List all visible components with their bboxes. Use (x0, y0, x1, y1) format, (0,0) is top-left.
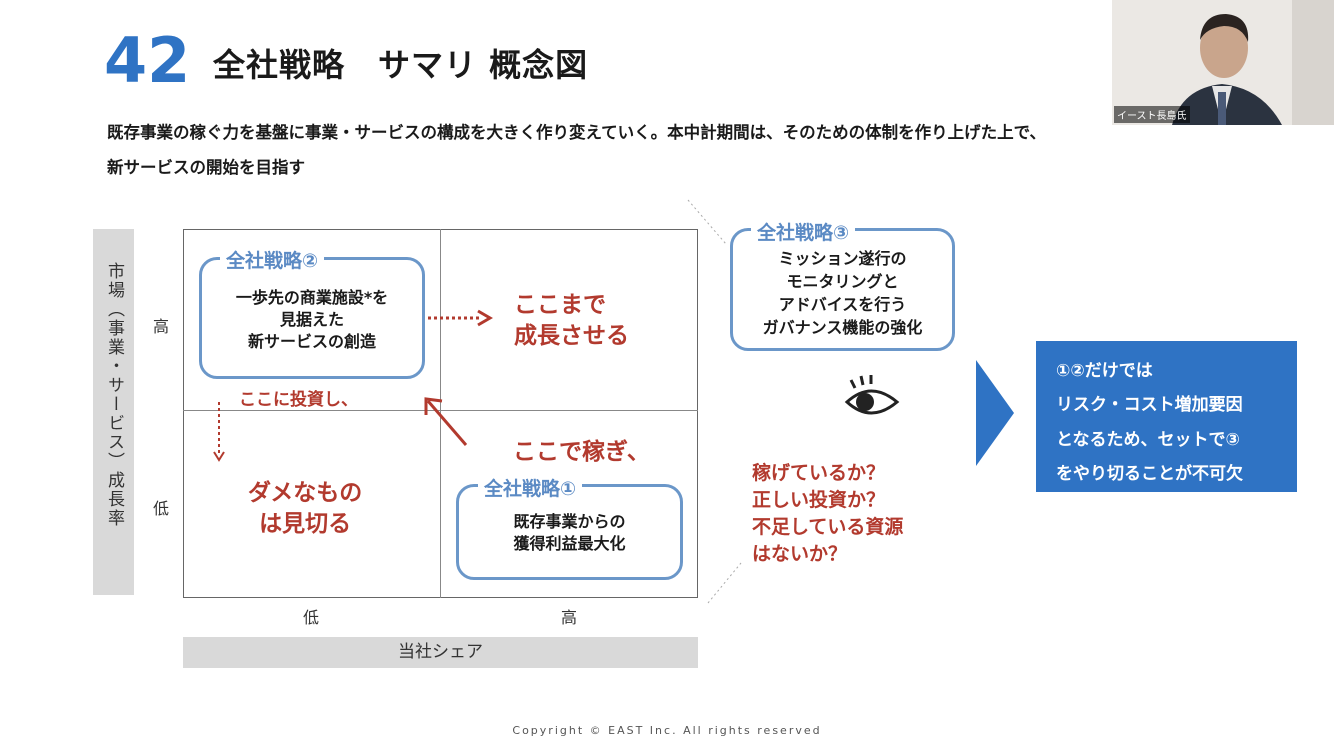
slide-title: 全社戦略 サマリ 概念図 (213, 46, 589, 84)
participant-name: イースト長島氏 (1114, 106, 1190, 123)
strategy2-box (199, 257, 425, 379)
dotted-arrow-right (428, 309, 493, 327)
question-line: 不足している資源 (752, 516, 904, 538)
strategy2-line: 新サービスの創造 (247, 332, 376, 351)
conclusion-line: となるため、セットで③ (1056, 430, 1240, 450)
grow-line: 成長させる (514, 323, 629, 349)
chevron-right-icon (976, 360, 1014, 466)
dotted-connector (687, 199, 742, 604)
y-axis-label: 市場（事業・サービス）成長率 (104, 262, 124, 528)
strategy2-title: 全社戦略② (220, 246, 325, 273)
cut-annotation: ダメなもの は見切る (248, 478, 362, 540)
strategy3-title: 全社戦略③ (751, 218, 856, 245)
strategy3-box (730, 228, 955, 351)
conclusion-line: リスク・コスト増加要因 (1056, 395, 1243, 415)
y-tick-high: 高 (153, 317, 170, 336)
y-tick-low: 低 (153, 499, 170, 518)
page-number: 42 (104, 28, 190, 88)
strategy1-text: 既存事業からの 獲得利益最大化 (456, 511, 683, 555)
conclusion-line: をやり切ることが不可欠 (1056, 464, 1243, 484)
cut-line: ダメなもの (248, 480, 363, 506)
strategy1-line: 獲得利益最大化 (513, 534, 626, 553)
strategy3-line: ミッション遂行の (778, 249, 907, 268)
x-axis-label: 当社シェア (183, 637, 698, 668)
strategy3-line: アドバイスを行う (778, 295, 907, 314)
conclusion-box: ①②だけでは リスク・コスト増加要因 となるため、セットで③ をやり切ることが不… (1036, 341, 1297, 492)
strategy2-line: 見据えた (279, 310, 344, 329)
x-tick-low: 低 (303, 608, 320, 627)
grow-annotation: ここまで 成長させる (514, 290, 629, 352)
strategy1-title: 全社戦略① (478, 474, 583, 501)
solid-arrow-up-left (424, 397, 468, 446)
strategy2-line: 一歩先の商業施設*を (235, 288, 389, 307)
question-line: はないか？ (752, 543, 848, 565)
y-axis-band (93, 229, 134, 595)
description-line-1: 既存事業の稼ぐ力を基盤に事業・サービスの構成を大きく作り変えていく。本中計期間は… (107, 123, 1047, 142)
strategy2-text: 一歩先の商業施設*を 見据えた 新サービスの創造 (199, 287, 425, 353)
participant-avatar (1112, 0, 1334, 125)
description-line-2: 新サービスの開始を目指す (107, 158, 305, 177)
copyright: Copyright © EAST Inc. All rights reserve… (512, 724, 822, 737)
question-line: 稼げているか？ (752, 462, 886, 484)
strategy3-line: ガバナンス機能の強化 (762, 318, 923, 337)
eye-icon (844, 375, 900, 415)
cut-line: は見切る (259, 511, 352, 537)
strategy3-text: ミッション遂行の モニタリングと アドバイスを行う ガバナンス機能の強化 (730, 247, 955, 339)
invest-annotation: ここに投資し、 (239, 390, 358, 410)
question-line: 正しい投資か？ (752, 489, 886, 511)
strategy1-line: 既存事業からの (513, 512, 626, 531)
conclusion-line: ①②だけでは (1056, 361, 1153, 381)
strategy3-line: モニタリングと (786, 272, 899, 291)
grow-line: ここまで (514, 292, 606, 318)
question-annotation: 稼げているか？ 正しい投資か？ 不足している資源 はないか？ (752, 460, 903, 568)
matrix-horizontal-divider (183, 410, 698, 411)
dotted-arrow-down (213, 402, 225, 462)
earn-annotation: ここで稼ぎ、 (513, 439, 650, 465)
video-participant-tile[interactable]: イースト長島氏 (1112, 0, 1334, 125)
x-tick-high: 高 (561, 608, 578, 627)
page-number-logo: 42 (104, 28, 190, 88)
